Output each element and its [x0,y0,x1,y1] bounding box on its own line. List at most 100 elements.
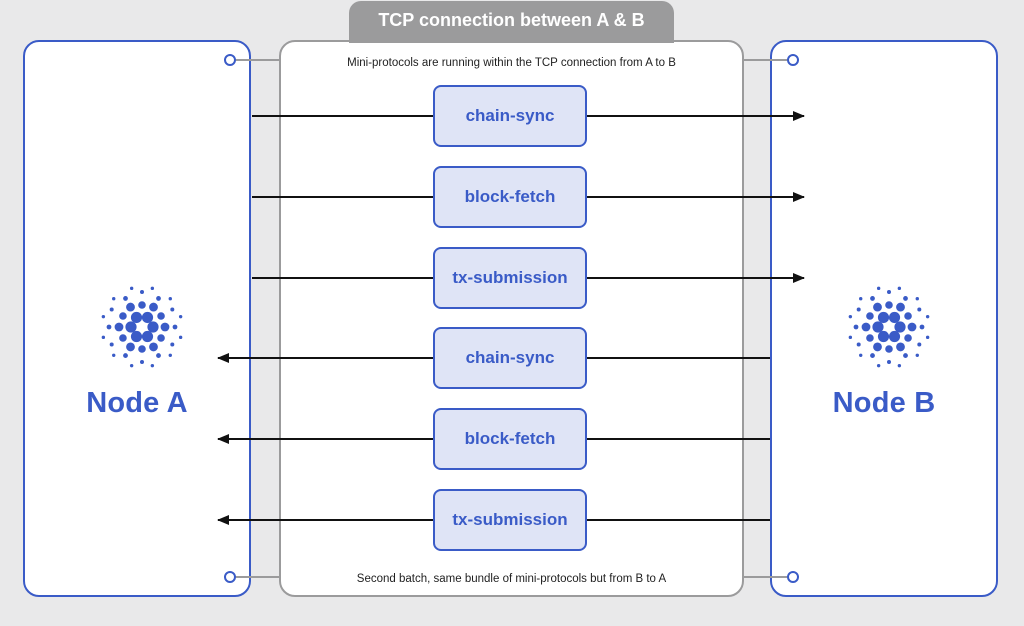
logo-dot [119,312,127,320]
logo-dot [904,334,912,342]
logo-dot [877,311,890,324]
logo-dot [915,353,919,357]
logo-dot [925,335,930,340]
protocol-box-a-to-b-chain-sync[interactable]: chain-sync [433,85,587,147]
logo-dot [848,335,853,340]
logo-dot [138,345,146,353]
logo-dot [109,342,114,347]
logo-dot [109,307,114,312]
logo-dot [897,363,902,368]
logo-dot [150,363,155,368]
logo-dot [877,330,890,343]
protocol-box-b-to-a-tx-submission[interactable]: tx-submission [433,489,587,551]
logo-dot [126,342,135,352]
logo-dot [140,360,144,364]
logo-dot [160,322,170,332]
logo-dot [853,324,859,330]
logo-dot [140,290,144,294]
logo-dot [856,342,861,347]
logo-dot [123,296,128,301]
logo-dot [915,297,919,301]
cardano-logo-icon [101,286,183,368]
logo-dot [112,353,116,357]
logo-dot [170,307,175,312]
logo-dot [894,321,906,333]
logo-dot [106,324,112,330]
logo-dot [149,342,158,352]
logo-dot [129,286,134,291]
logo-dot [870,353,875,358]
logo-dot [885,345,893,353]
logo-dot [876,363,881,368]
logo-dot [101,335,106,340]
node-b-panel: Node B [770,40,998,597]
cardano-logo-icon [848,286,930,368]
logo-dot [896,342,905,352]
logo-dot [125,321,137,333]
logo-dot [917,342,922,347]
node-a-panel: Node A [23,40,251,597]
logo-dot [897,286,902,291]
logo-dot [130,311,143,324]
logo-dot [907,322,917,332]
logo-dot [885,301,893,309]
logo-dot [887,360,891,364]
logo-dot [156,353,161,358]
logo-dot [861,322,871,332]
caption-a-to-b: Mini-protocols are running within the TC… [347,57,676,69]
tcp-connection-title: TCP connection between A & B [349,1,674,43]
logo-dot [859,297,863,301]
protocol-box-b-to-a-block-fetch[interactable]: block-fetch [433,408,587,470]
logo-dot [888,330,901,343]
logo-dot [917,307,922,312]
logo-dot [112,297,116,301]
logo-dot [925,314,930,319]
logo-dot [870,296,875,301]
logo-dot [168,353,172,357]
logo-dot [172,324,178,330]
logo-dot [168,297,172,301]
logo-dot [147,321,159,333]
logo-dot [872,321,884,333]
logo-dot [149,302,158,312]
protocol-box-a-to-b-block-fetch[interactable]: block-fetch [433,166,587,228]
logo-dot [157,334,165,342]
logo-dot [101,314,106,319]
logo-dot [141,311,154,324]
logo-dot [126,302,135,312]
logo-dot [866,312,874,320]
logo-dot [130,330,143,343]
logo-dot [848,314,853,319]
logo-dot [904,312,912,320]
logo-dot [859,353,863,357]
logo-dot [896,302,905,312]
logo-dot [856,307,861,312]
logo-dot [178,314,183,319]
logo-dot [114,322,124,332]
logo-dot [919,324,925,330]
logo-dot [119,334,127,342]
logo-dot [157,312,165,320]
logo-dot [150,286,155,291]
logo-dot [876,286,881,291]
logo-dot [156,296,161,301]
protocol-box-a-to-b-tx-submission[interactable]: tx-submission [433,247,587,309]
logo-dot [903,353,908,358]
logo-dot [141,330,154,343]
logo-dot [903,296,908,301]
protocol-box-b-to-a-chain-sync[interactable]: chain-sync [433,327,587,389]
node-b-label: Node B [832,387,936,419]
logo-dot [178,335,183,340]
logo-dot [123,353,128,358]
logo-dot [170,342,175,347]
node-a-label: Node A [86,387,188,419]
logo-dot [129,363,134,368]
caption-b-to-a: Second batch, same bundle of mini-protoc… [356,573,667,585]
logo-dot [866,334,874,342]
logo-dot [888,311,901,324]
logo-dot [873,342,882,352]
logo-dot [138,301,146,309]
logo-dot [873,302,882,312]
logo-dot [887,290,891,294]
